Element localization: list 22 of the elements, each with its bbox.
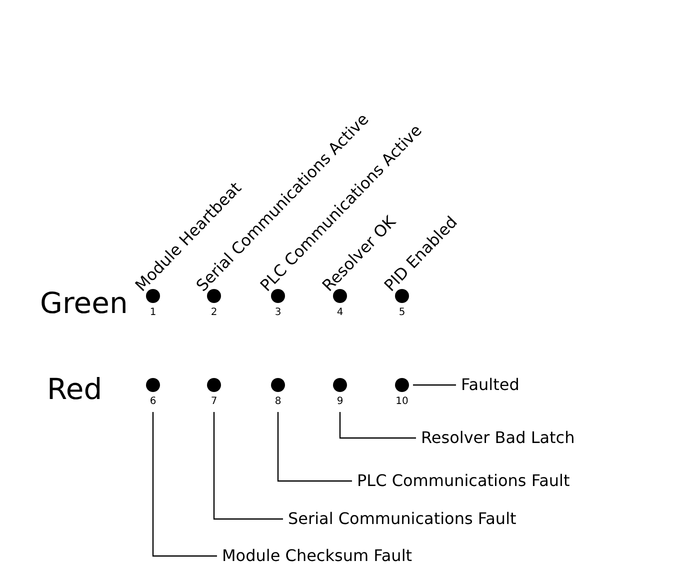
indicator-number: 10 bbox=[394, 396, 410, 408]
leader-line bbox=[277, 412, 352, 482]
leader-line bbox=[413, 384, 456, 386]
callout-text: Module Checksum Fault bbox=[222, 547, 412, 565]
indicator-number: 4 bbox=[336, 307, 344, 319]
indicator-number: 6 bbox=[148, 396, 158, 408]
indicator-number: 2 bbox=[210, 307, 218, 319]
indicator-number: 1 bbox=[148, 307, 158, 319]
callout-text: Serial Communications Fault bbox=[288, 510, 516, 528]
indicator-number: 9 bbox=[336, 396, 344, 408]
indicator-number: 7 bbox=[210, 396, 218, 408]
row-label: Red bbox=[47, 373, 102, 405]
row-label: Green bbox=[40, 287, 128, 319]
indicator-number: 5 bbox=[398, 307, 406, 319]
leader-line bbox=[213, 412, 283, 520]
indicator-number: 3 bbox=[274, 307, 282, 319]
indicator-number: 8 bbox=[274, 396, 282, 408]
leader-line bbox=[339, 412, 416, 439]
leader-line bbox=[152, 412, 217, 557]
callout-text: Resolver Bad Latch bbox=[421, 429, 575, 447]
callout-text: Faulted bbox=[461, 376, 520, 394]
callout-text: PLC Communications Fault bbox=[357, 472, 570, 490]
